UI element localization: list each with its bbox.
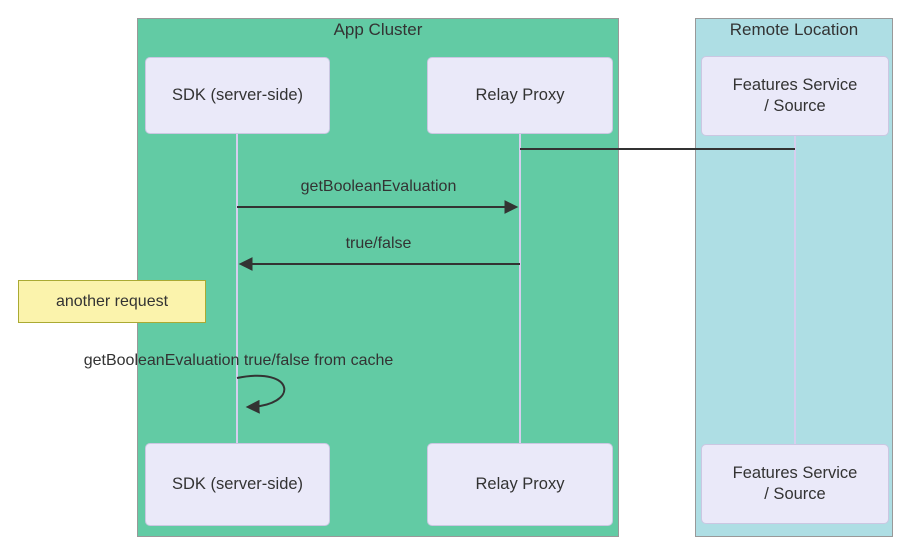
group-title-remote-location: Remote Location: [729, 20, 859, 39]
note-another-request-label: another request: [55, 292, 169, 310]
actor-features-service-bottom-line1: Features Service: [732, 464, 858, 482]
actor-features-service-top: Features Service / Source: [701, 56, 889, 136]
actor-sdk-bottom-label: SDK (server-side): [171, 475, 304, 493]
actor-features-service-bottom: Features Service / Source: [701, 444, 889, 524]
actor-sdk-bottom: SDK (server-side): [145, 443, 330, 526]
actor-relay-proxy-bottom: Relay Proxy: [427, 443, 613, 526]
actor-relay-proxy-bottom-label: Relay Proxy: [475, 475, 565, 493]
actor-features-service-top-line1: Features Service: [732, 76, 858, 94]
actor-sdk-top: SDK (server-side): [145, 57, 330, 134]
message-label-get-boolean-evaluation: getBooleanEvaluation: [300, 178, 457, 195]
group-title-app-cluster: App Cluster: [333, 20, 423, 39]
lifeline-relay-proxy: [519, 134, 521, 443]
message-label-self-cache: getBooleanEvaluation true/false from cac…: [83, 352, 394, 369]
actor-features-service-bottom-line2: / Source: [764, 485, 826, 503]
actor-relay-proxy-top-label: Relay Proxy: [475, 86, 565, 104]
lifeline-features-service: [794, 136, 796, 444]
lifeline-sdk: [236, 134, 238, 443]
actor-sdk-top-label: SDK (server-side): [171, 86, 304, 104]
message-label-true-false: true/false: [345, 235, 412, 252]
actor-features-service-top-line2: / Source: [764, 97, 826, 115]
actor-relay-proxy-top: Relay Proxy: [427, 57, 613, 134]
note-another-request: another request: [18, 280, 206, 323]
